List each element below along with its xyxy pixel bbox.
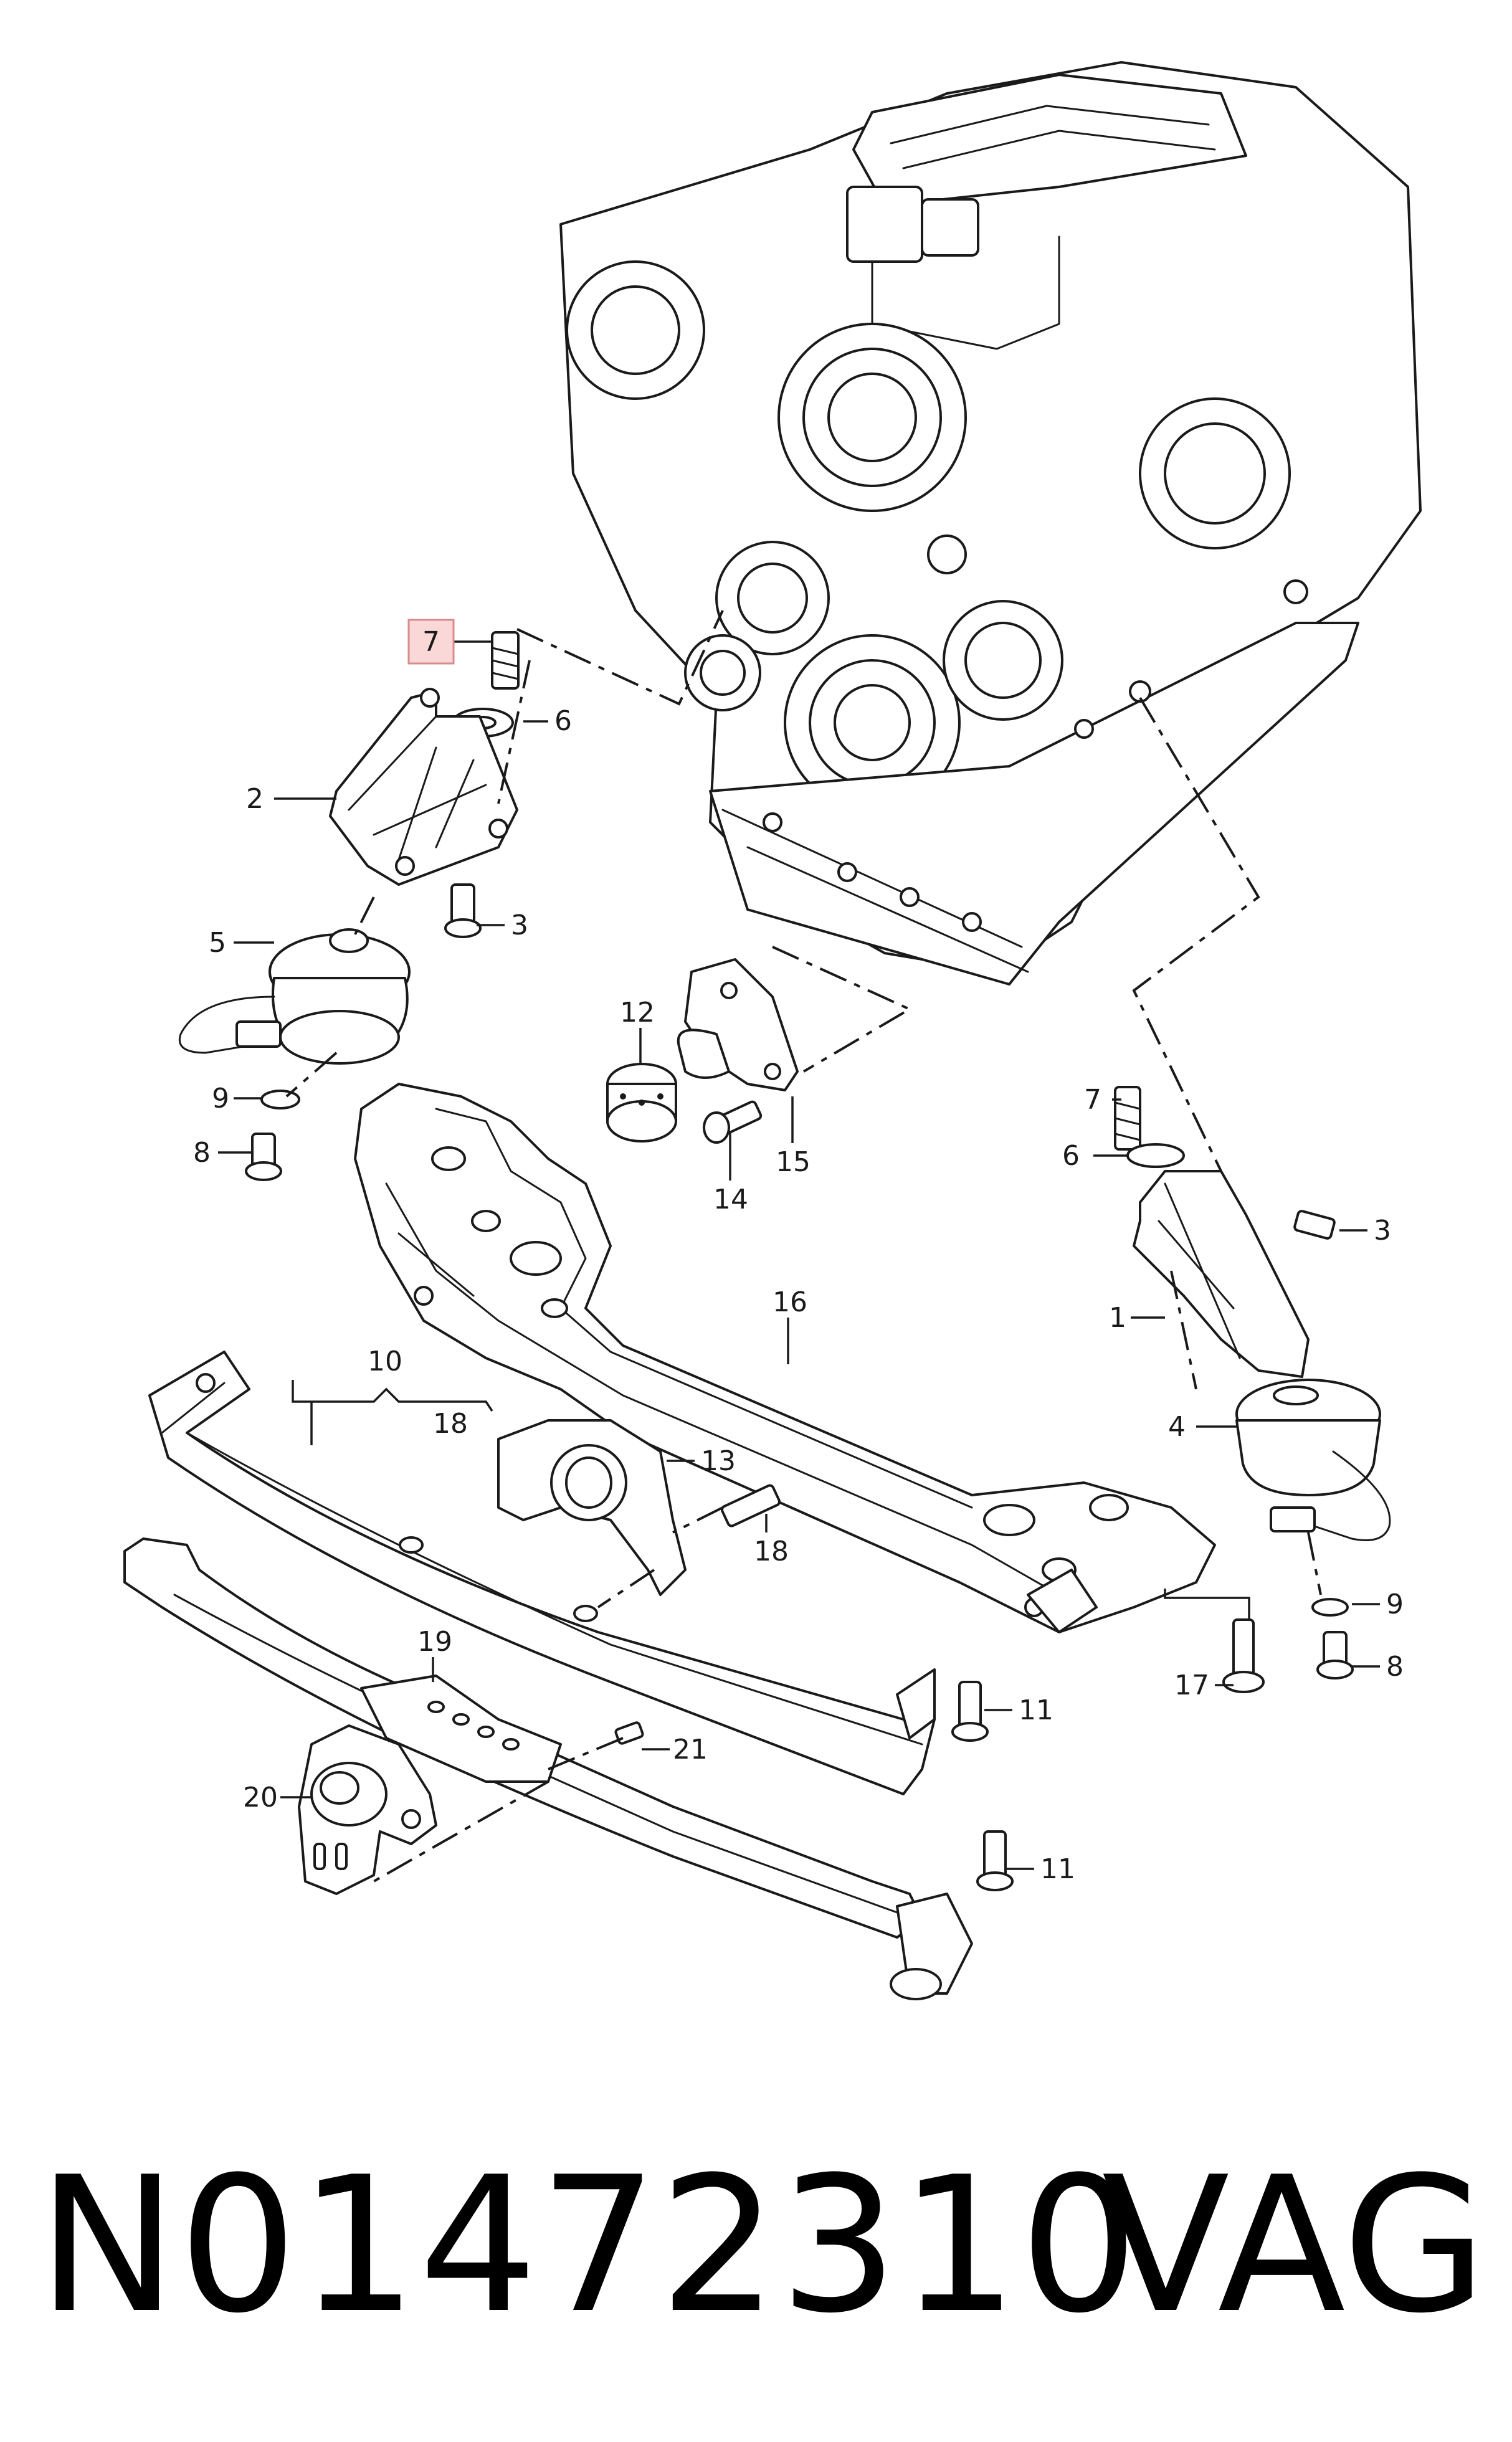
callout-20: 20 <box>243 1782 278 1813</box>
callout-21: 21 <box>673 1734 708 1765</box>
callout-7-right: 7 <box>1084 1084 1101 1116</box>
callout-16: 16 <box>773 1286 807 1318</box>
callout-10: 10 <box>368 1346 402 1377</box>
callout-11-lower: 11 <box>1040 1853 1075 1885</box>
brand-label: VAG <box>1101 2137 1487 2354</box>
callout-18-upper: 18 <box>433 1408 468 1440</box>
callout-18-lower: 18 <box>754 1536 789 1567</box>
callout-5: 5 <box>209 927 226 959</box>
bushing-bracket-13 <box>497 1419 781 1596</box>
subframe-16 <box>354 1083 1216 1633</box>
bolt-3-right <box>1293 1210 1336 1240</box>
callout-9-left: 9 <box>212 1083 229 1114</box>
part-number: N01472310 <box>37 2137 1140 2354</box>
callout-13: 13 <box>701 1445 736 1477</box>
engine-block <box>559 61 1422 986</box>
washer-6-right <box>1126 1143 1185 1168</box>
callout-8-right: 8 <box>1386 1651 1404 1683</box>
callout-14: 14 <box>713 1184 748 1215</box>
caption: N01472310 VAG <box>0 2143 1512 2349</box>
bolt-17 <box>1232 1618 1255 1677</box>
washer-9-right <box>1311 1598 1349 1617</box>
bolt-21 <box>614 1721 644 1745</box>
mount-20 <box>298 1724 437 1895</box>
callout-6-left: 6 <box>554 705 572 737</box>
callout-1: 1 <box>1109 1302 1126 1334</box>
bolt-7-left <box>491 631 520 690</box>
callout-8-left: 8 <box>193 1137 211 1169</box>
callout-12: 12 <box>620 997 655 1029</box>
connection-lines <box>285 610 1322 1883</box>
callout-3-left: 3 <box>511 910 528 941</box>
callout-15: 15 <box>776 1146 811 1178</box>
left-mount-assembly <box>179 631 520 1181</box>
callout-7-highlight <box>407 619 455 665</box>
callout-4: 4 <box>1168 1411 1186 1443</box>
callout-6-right: 6 <box>1062 1140 1080 1172</box>
callout-3-right: 3 <box>1374 1215 1391 1247</box>
bolt-18 <box>721 1484 781 1527</box>
crossmember-19 <box>123 1537 1014 2000</box>
callout-19: 19 <box>417 1626 452 1658</box>
engine-mount-5 <box>179 928 411 1065</box>
center-mount-assembly <box>606 958 799 1144</box>
right-mount-assembly <box>1114 1086 1391 1693</box>
callout-11-upper: 11 <box>1019 1694 1053 1726</box>
callout-labels: 7 6 2 3 5 9 8 12 14 15 7 6 3 1 16 10 18 … <box>193 619 1404 1885</box>
engine-mount-4 <box>1235 1379 1391 1541</box>
bracket-1 <box>1133 1170 1310 1378</box>
callout-2: 2 <box>246 783 264 815</box>
bushing-12 <box>606 1063 677 1143</box>
callout-9-right: 9 <box>1386 1589 1404 1620</box>
crossmember-10 <box>148 1351 936 1795</box>
washer-9-left <box>260 1090 300 1109</box>
leader-lines <box>218 640 1380 1870</box>
callout-7-left: 7 <box>422 626 440 658</box>
callout-17: 17 <box>1174 1670 1209 1701</box>
